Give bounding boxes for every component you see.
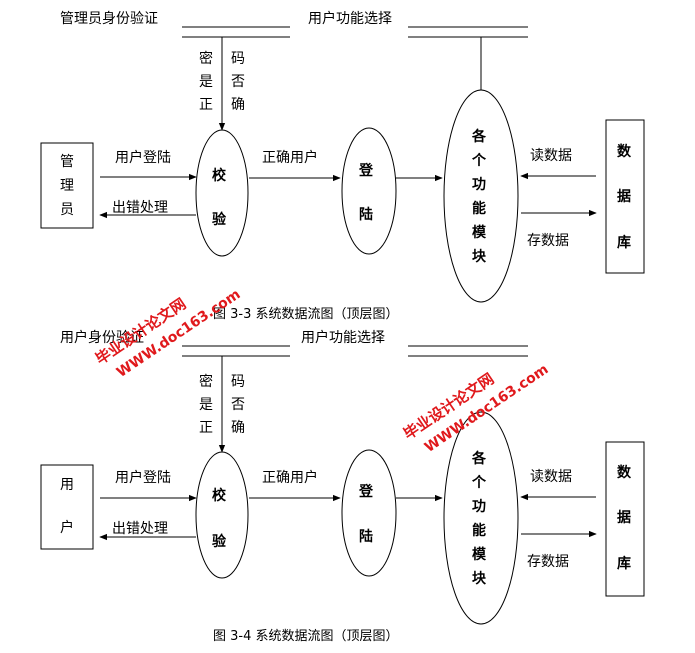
db-char-3: 库 (617, 234, 631, 251)
store-data-label-2: 存数据 (527, 554, 569, 570)
diagram-top: 管理员身份验证 用户功能选择 密 是 正 码 否 确 管 理 员 用户登陆 出错… (40, 10, 645, 322)
database-box (605, 119, 645, 274)
module-char-3b: 功 (472, 499, 486, 515)
check-char-2b: 验 (212, 533, 227, 550)
login-char-2: 陆 (359, 207, 373, 223)
correct-char-2: 否 (231, 74, 245, 90)
module-char-1b: 各 (471, 450, 487, 467)
login-char-1: 登 (358, 162, 374, 179)
module-char-6: 块 (472, 249, 487, 265)
store-data-label: 存数据 (527, 233, 569, 249)
module-char-2b: 个 (471, 474, 487, 491)
correct-char-2b: 否 (231, 397, 245, 413)
login-process (341, 127, 397, 255)
login-char-1b: 登 (358, 483, 374, 500)
module-char-6b: 块 (472, 571, 487, 587)
actor-char-1b: 用 (60, 477, 74, 493)
error-label: 出错处理 (112, 200, 168, 216)
check-char-2: 验 (212, 211, 227, 228)
check-char-1b: 校 (212, 487, 227, 504)
function-modules-process (443, 89, 519, 303)
user-verify-label: 用户身份验证 (60, 329, 144, 346)
admin-verify-label: 管理员身份验证 (60, 11, 158, 27)
correct-user-label: 正确用户 (262, 149, 318, 166)
module-char-4b: 能 (472, 522, 486, 539)
watermark-2: 毕业设计论文网 WWW.doc163.com (400, 361, 551, 456)
module-char-5: 模 (472, 224, 487, 241)
module-char-2: 个 (471, 152, 487, 169)
func-select-label-2: 用户功能选择 (301, 329, 385, 346)
module-char-1: 各 (471, 128, 487, 145)
actor-char-2: 理 (60, 178, 74, 194)
password-char-3: 正 (199, 97, 213, 113)
actor-box-2 (40, 464, 94, 550)
password-char-3b: 正 (199, 420, 213, 436)
actor-box (40, 142, 94, 229)
read-data-label-2: 读数据 (530, 468, 572, 485)
actor-char-2b: 户 (60, 519, 74, 536)
db-char-2b: 据 (617, 509, 631, 526)
actor-char-3: 员 (60, 202, 74, 218)
login-process-2 (341, 449, 397, 577)
login-char-2b: 陆 (359, 529, 373, 545)
db-char-2: 据 (617, 188, 631, 205)
figure-caption-bottom: 图 3-4 系统数据流图（顶层图） (213, 629, 399, 644)
password-char-1: 密 (199, 50, 213, 67)
database-box-2 (605, 441, 645, 597)
module-char-3: 功 (472, 177, 486, 193)
diagram-bottom: 用户身份验证 用户功能选择 密 是 正 码 否 确 用 户 用户登陆 出错处理 … (40, 329, 645, 644)
correct-char-1: 码 (231, 51, 245, 67)
correct-char-3b: 确 (231, 420, 245, 436)
read-data-label: 读数据 (530, 147, 572, 164)
user-login-label: 用户登陆 (115, 149, 171, 166)
db-char-1: 数 (617, 143, 632, 160)
correct-char-1b: 码 (231, 374, 245, 390)
actor-char-1: 管 (60, 154, 74, 170)
password-char-2b: 是 (199, 397, 213, 413)
correct-user-label-2: 正确用户 (262, 469, 318, 486)
check-process-2 (195, 451, 249, 579)
error-label-2: 出错处理 (112, 521, 168, 537)
password-char-1b: 密 (199, 373, 213, 390)
password-char-2: 是 (199, 74, 213, 90)
watermark-1: 毕业设计论文网 WWW.doc163.com (92, 286, 243, 381)
check-process (195, 129, 249, 257)
figure-caption-top: 图 3-3 系统数据流图（顶层图） (213, 307, 399, 322)
db-char-3b: 库 (617, 555, 631, 572)
function-modules-process-2 (443, 411, 519, 625)
user-login-label-2: 用户登陆 (115, 469, 171, 486)
db-char-1b: 数 (617, 464, 632, 481)
module-char-4: 能 (472, 200, 486, 217)
correct-char-3: 确 (231, 97, 245, 113)
func-select-label: 用户功能选择 (308, 10, 392, 27)
check-char-1: 校 (212, 167, 227, 184)
module-char-5b: 模 (472, 546, 487, 563)
